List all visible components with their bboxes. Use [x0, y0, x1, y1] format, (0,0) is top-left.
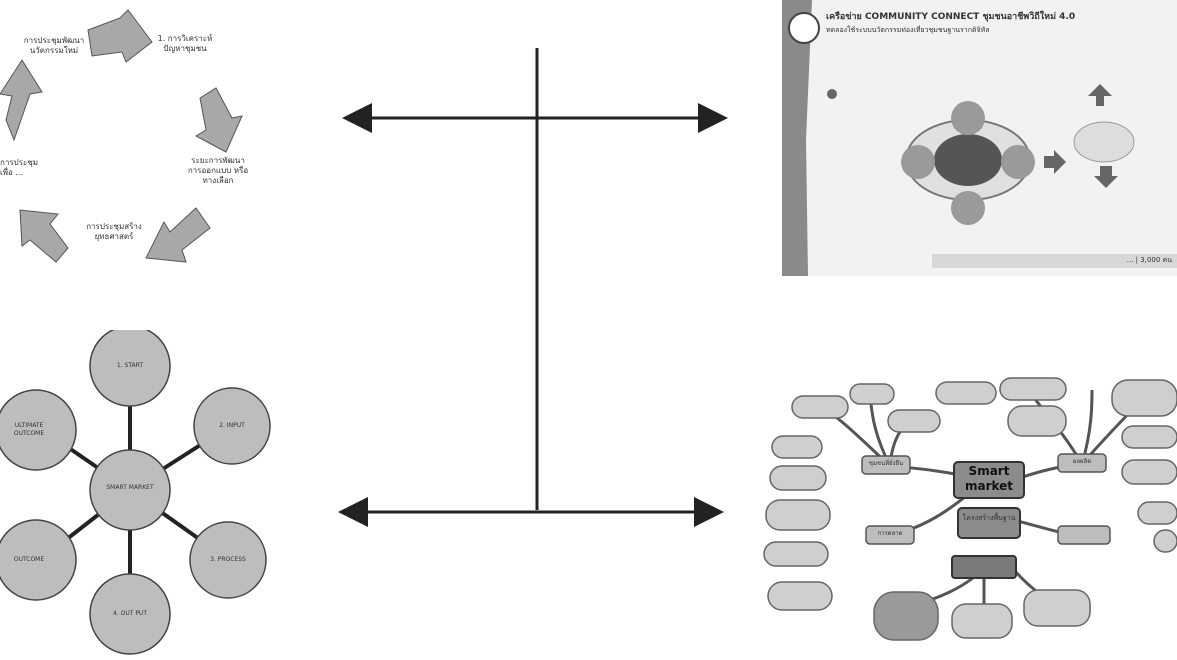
spoke-label: 4. OUT PUT — [113, 610, 147, 617]
cloud-node — [1153, 529, 1177, 553]
mindmap-branch-label: การตลาด — [877, 530, 903, 537]
branch-box — [861, 455, 911, 475]
cloud-node — [1111, 379, 1177, 417]
result-bubble — [1073, 121, 1135, 163]
smart-market-wheel: SMART MARKET 1. START 2. INPUT 3. PROCES… — [0, 330, 280, 660]
cycle-arrow — [87, 9, 153, 63]
mindmap-branch-label: โครงสร้างพื้นฐาน — [962, 514, 1016, 522]
infographic-footer: ... | 3,000 คน — [1126, 256, 1172, 264]
footer-bar — [932, 254, 1177, 268]
branch-box — [865, 525, 915, 545]
node-circle — [951, 101, 985, 135]
infographic-title: เครือข่าย COMMUNITY CONNECT ชุมชนอาชีพวิ… — [826, 12, 1076, 22]
node-circle — [951, 191, 985, 225]
down-arrow-icon — [1094, 166, 1118, 188]
spoke-circle — [189, 521, 267, 599]
spoke-label: OUTCOME — [13, 556, 45, 563]
smart-market-mindmap: Smart market โครงสร้างพื้นฐาน การตลาด ผล… — [762, 370, 1177, 660]
cycle-diagram: 1. การวิเคราะห์ ปัญหาชุมชน ระยะการพัฒนา … — [0, 0, 250, 290]
cloud-node — [771, 435, 823, 459]
cloud-node — [765, 499, 831, 531]
up-arrow-icon — [1088, 84, 1112, 106]
hub-label: SMART MARKET — [106, 484, 154, 491]
center-box — [953, 461, 1025, 499]
cycle-arrow — [0, 59, 43, 142]
spoke-label: ULTIMATE OUTCOME — [13, 422, 45, 437]
cycle-arrows — [0, 9, 243, 263]
spoke-circle — [0, 519, 77, 601]
mindmap-graphic — [763, 377, 1177, 641]
branch-box — [1057, 453, 1107, 473]
leaf-dot — [827, 89, 837, 99]
cloud-node — [873, 591, 939, 641]
cloud-node — [849, 383, 895, 405]
cloud-node — [1007, 405, 1067, 437]
center-core — [934, 134, 1002, 186]
cycle-arrow — [19, 209, 69, 263]
cycle-step-label: การประชุมพัฒนา นวัตกรรมใหม่ — [23, 36, 85, 55]
cloud-node — [887, 409, 941, 433]
mindmap-branch-label: ผลผลิต — [1072, 458, 1092, 465]
cloud-node — [791, 395, 849, 419]
cycle-step-label: การประชุมสร้าง ยุทธศาสตร์ — [86, 222, 142, 241]
cloud-node — [935, 381, 997, 405]
spoke-circle — [89, 573, 171, 655]
cloud-node — [951, 603, 1013, 639]
spoke-circle — [193, 387, 271, 465]
spoke-circle — [0, 389, 77, 471]
center-box — [957, 507, 1021, 539]
cloud-node — [767, 581, 833, 611]
cycle-step-label: 1. การวิเคราะห์ ปัญหาชุมชน — [157, 34, 213, 53]
cloud-node — [1023, 589, 1091, 627]
hub-circle — [89, 449, 171, 531]
tree-trunk — [782, 0, 812, 276]
wheel-graphic — [0, 330, 271, 655]
node-circle — [901, 145, 935, 179]
spoke-label: 1. START — [116, 362, 144, 369]
cycle-step-label: ระยะการพัฒนา การออกแบบ หรือ ทางเลือก — [187, 156, 249, 185]
cloud-node — [1121, 459, 1177, 485]
spoke-label: 2. INPUT — [219, 422, 245, 429]
node-circle — [1001, 145, 1035, 179]
mindmap-branch-label: ชุมชนที่ยั่งยืน — [868, 460, 904, 467]
cloud-node — [999, 377, 1067, 401]
community-infographic: เครือข่าย COMMUNITY CONNECT ชุมชนอาชีพวิ… — [782, 0, 1177, 276]
cloud-node — [763, 541, 829, 567]
branch-box — [1057, 525, 1111, 545]
cycle-arrow — [145, 207, 211, 263]
cycle-arrow — [194, 87, 243, 153]
right-arrow-icon — [1044, 150, 1066, 174]
spoke-circle — [89, 330, 171, 407]
cloud-node — [769, 465, 827, 491]
infographic-subtitle: ทดลองใช้ระบบนวัตกรรมท่องเที่ยวชุมชนฐานรา… — [826, 26, 990, 34]
spoke-label: 3. PROCESS — [210, 556, 246, 563]
cycle-step-label: การประชุมเพื่อ ... — [0, 158, 39, 177]
mindmap-center-label: Smart market — [964, 464, 1014, 493]
cloud-node — [1137, 501, 1177, 525]
cloud-node — [1121, 425, 1177, 449]
center-box — [951, 555, 1017, 579]
infographic-graphic — [782, 0, 1177, 276]
logo-icon — [788, 12, 820, 44]
